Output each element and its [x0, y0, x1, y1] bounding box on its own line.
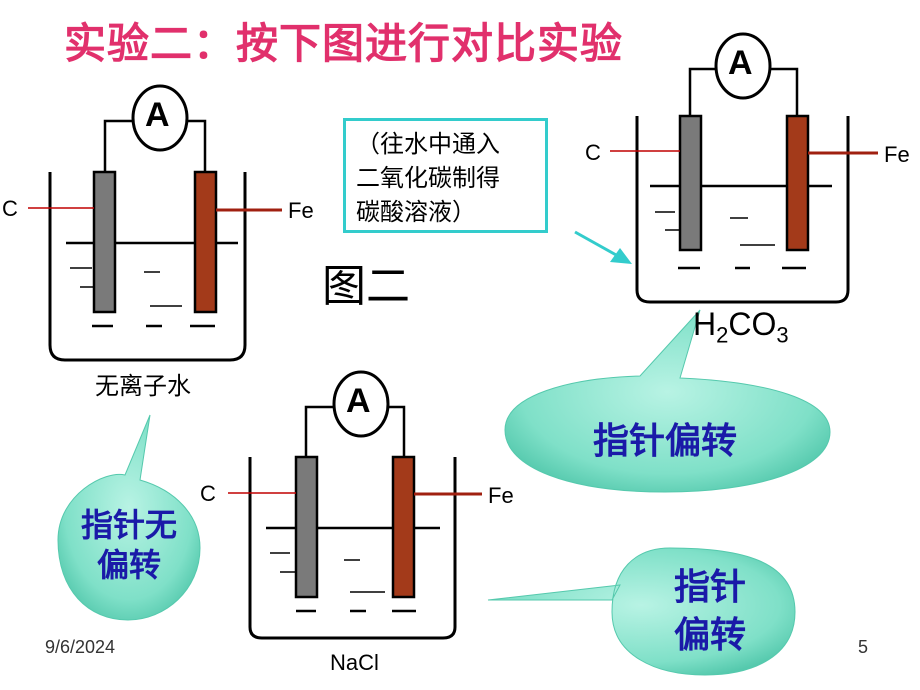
beaker-carbonic-acid — [610, 32, 878, 304]
note-line: 碳酸溶液） — [356, 198, 476, 226]
note-line: 二氧化碳制得 — [356, 164, 500, 192]
electrode-label-carbon: C — [2, 196, 18, 221]
note-line: （往水中通入 — [356, 130, 500, 158]
ammeter-icon — [714, 32, 772, 100]
figure-label: 图二 — [322, 261, 410, 312]
carbon-electrode — [294, 455, 319, 599]
electrode-label-iron: Fe — [288, 198, 314, 223]
caption-nacl: NaCl — [330, 650, 379, 675]
note-box: （往水中通入 二氧化碳制得 碳酸溶液） — [343, 118, 548, 233]
caption-deionized-water: 无离子水 — [95, 372, 191, 400]
note-arrow — [574, 230, 632, 264]
ammeter-label: A — [728, 44, 753, 82]
beaker-sodium-chloride — [228, 370, 482, 640]
iron-electrode — [785, 114, 810, 252]
iron-electrode — [193, 170, 218, 314]
electrode-label-carbon: C — [585, 140, 601, 165]
slide-title: 实验二：按下图进行对比实验 — [64, 19, 624, 68]
ammeter-label: A — [145, 96, 170, 134]
bubble-left — [57, 414, 201, 621]
electrode-label-iron: Fe — [884, 142, 910, 167]
ammeter-icon — [131, 84, 189, 152]
page-number: 5 — [858, 637, 869, 657]
bubble-bottom — [487, 547, 796, 676]
footer-date: 9/6/2024 — [45, 637, 116, 657]
electrode-label-carbon: C — [200, 481, 216, 506]
electrode-label-iron: Fe — [488, 483, 514, 508]
caption-carbonic-acid: H2CO3 — [693, 306, 789, 348]
beaker-deionized-water — [28, 84, 282, 362]
carbon-electrode — [92, 170, 117, 314]
ammeter-label: A — [346, 382, 371, 420]
bubble-left-text: 指针无 偏转 — [80, 506, 177, 584]
carbon-electrode — [678, 114, 703, 252]
ammeter-icon — [332, 370, 390, 438]
bubble-right-text: 指针偏转 — [592, 421, 737, 462]
iron-electrode — [391, 455, 416, 599]
bubble-right — [504, 309, 831, 493]
bubble-bottom-text: 指针 偏转 — [673, 567, 746, 656]
